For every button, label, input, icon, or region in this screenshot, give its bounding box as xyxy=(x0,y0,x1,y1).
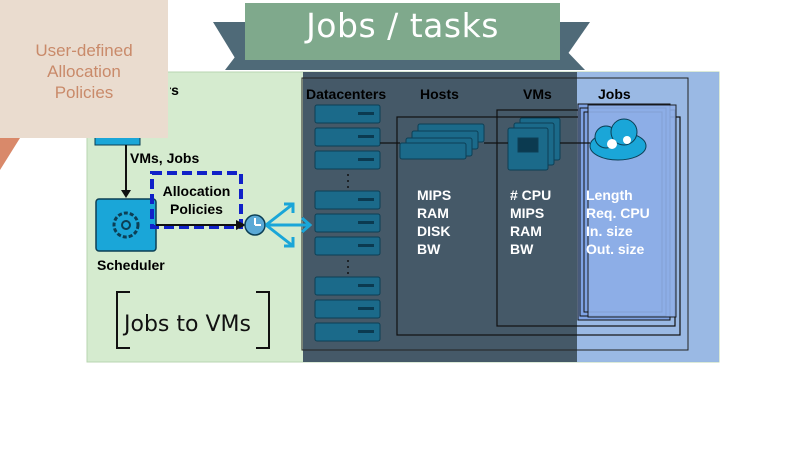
callout-box xyxy=(0,0,168,138)
jobs-to-vms-brackets xyxy=(116,291,270,349)
vm-attributes: # CPU MIPS RAM BW xyxy=(510,186,551,258)
col-vms: VMs xyxy=(523,86,552,102)
jobs-to-vms-label: Jobs to VMs xyxy=(124,312,251,337)
host-attr: MIPS xyxy=(417,187,452,203)
col-hosts: Hosts xyxy=(420,86,459,102)
arrow-down-head xyxy=(121,190,131,198)
vm-attr: BW xyxy=(510,241,534,257)
col-jobs: Jobs xyxy=(598,86,631,102)
callout-line-3: Policies xyxy=(54,83,114,102)
hosts-servers xyxy=(399,123,485,160)
server-slots xyxy=(358,112,374,333)
vm-stack xyxy=(507,117,561,171)
page-title: Jobs / tasks xyxy=(306,6,499,45)
callout-pointer xyxy=(0,138,20,170)
allocation-label: Allocation Policies xyxy=(152,182,241,218)
title-banner xyxy=(245,3,560,60)
scheduler-icon xyxy=(95,198,157,252)
job-attributes: Length Req. CPU In. size Out. size xyxy=(586,186,650,258)
gear-icon xyxy=(112,211,140,239)
datacenter-servers xyxy=(314,104,381,342)
fanout-arrows xyxy=(265,202,313,248)
vm-attr: RAM xyxy=(510,223,542,239)
cloud-gears-icon xyxy=(589,118,647,161)
job-attr: Out. size xyxy=(586,241,645,257)
host-attr: BW xyxy=(417,241,441,257)
callout-text: User-defined Allocation Policies xyxy=(0,40,168,103)
job-attr: Length xyxy=(586,187,633,203)
allocation-line-1: Allocation xyxy=(162,183,231,199)
scheduler-label: Scheduler xyxy=(97,257,165,273)
vms-jobs-label: VMs, Jobs xyxy=(130,150,200,166)
vm-attr: MIPS xyxy=(510,205,545,221)
hosts-frame xyxy=(396,116,681,336)
banner-tail-left xyxy=(213,22,245,60)
callout-line-2: Allocation xyxy=(47,62,121,81)
callout-line-1: User-defined xyxy=(35,41,133,60)
host-attr: DISK xyxy=(417,223,451,239)
job-attr: Req. CPU xyxy=(586,205,650,221)
banner-tail-right xyxy=(560,22,590,60)
job-attr: In. size xyxy=(586,223,633,239)
allocation-line-2: Policies xyxy=(170,201,223,217)
users-label: Users xyxy=(170,82,179,98)
vm-attr: # CPU xyxy=(510,187,552,203)
ellipsis-dots xyxy=(347,174,349,274)
allocation-policy-box xyxy=(150,171,243,229)
host-attr: RAM xyxy=(417,205,449,221)
datacenter-frame xyxy=(301,77,689,351)
host-attributes: MIPS RAM DISK BW xyxy=(417,186,451,258)
col-datacenters: Datacenters xyxy=(306,86,387,102)
